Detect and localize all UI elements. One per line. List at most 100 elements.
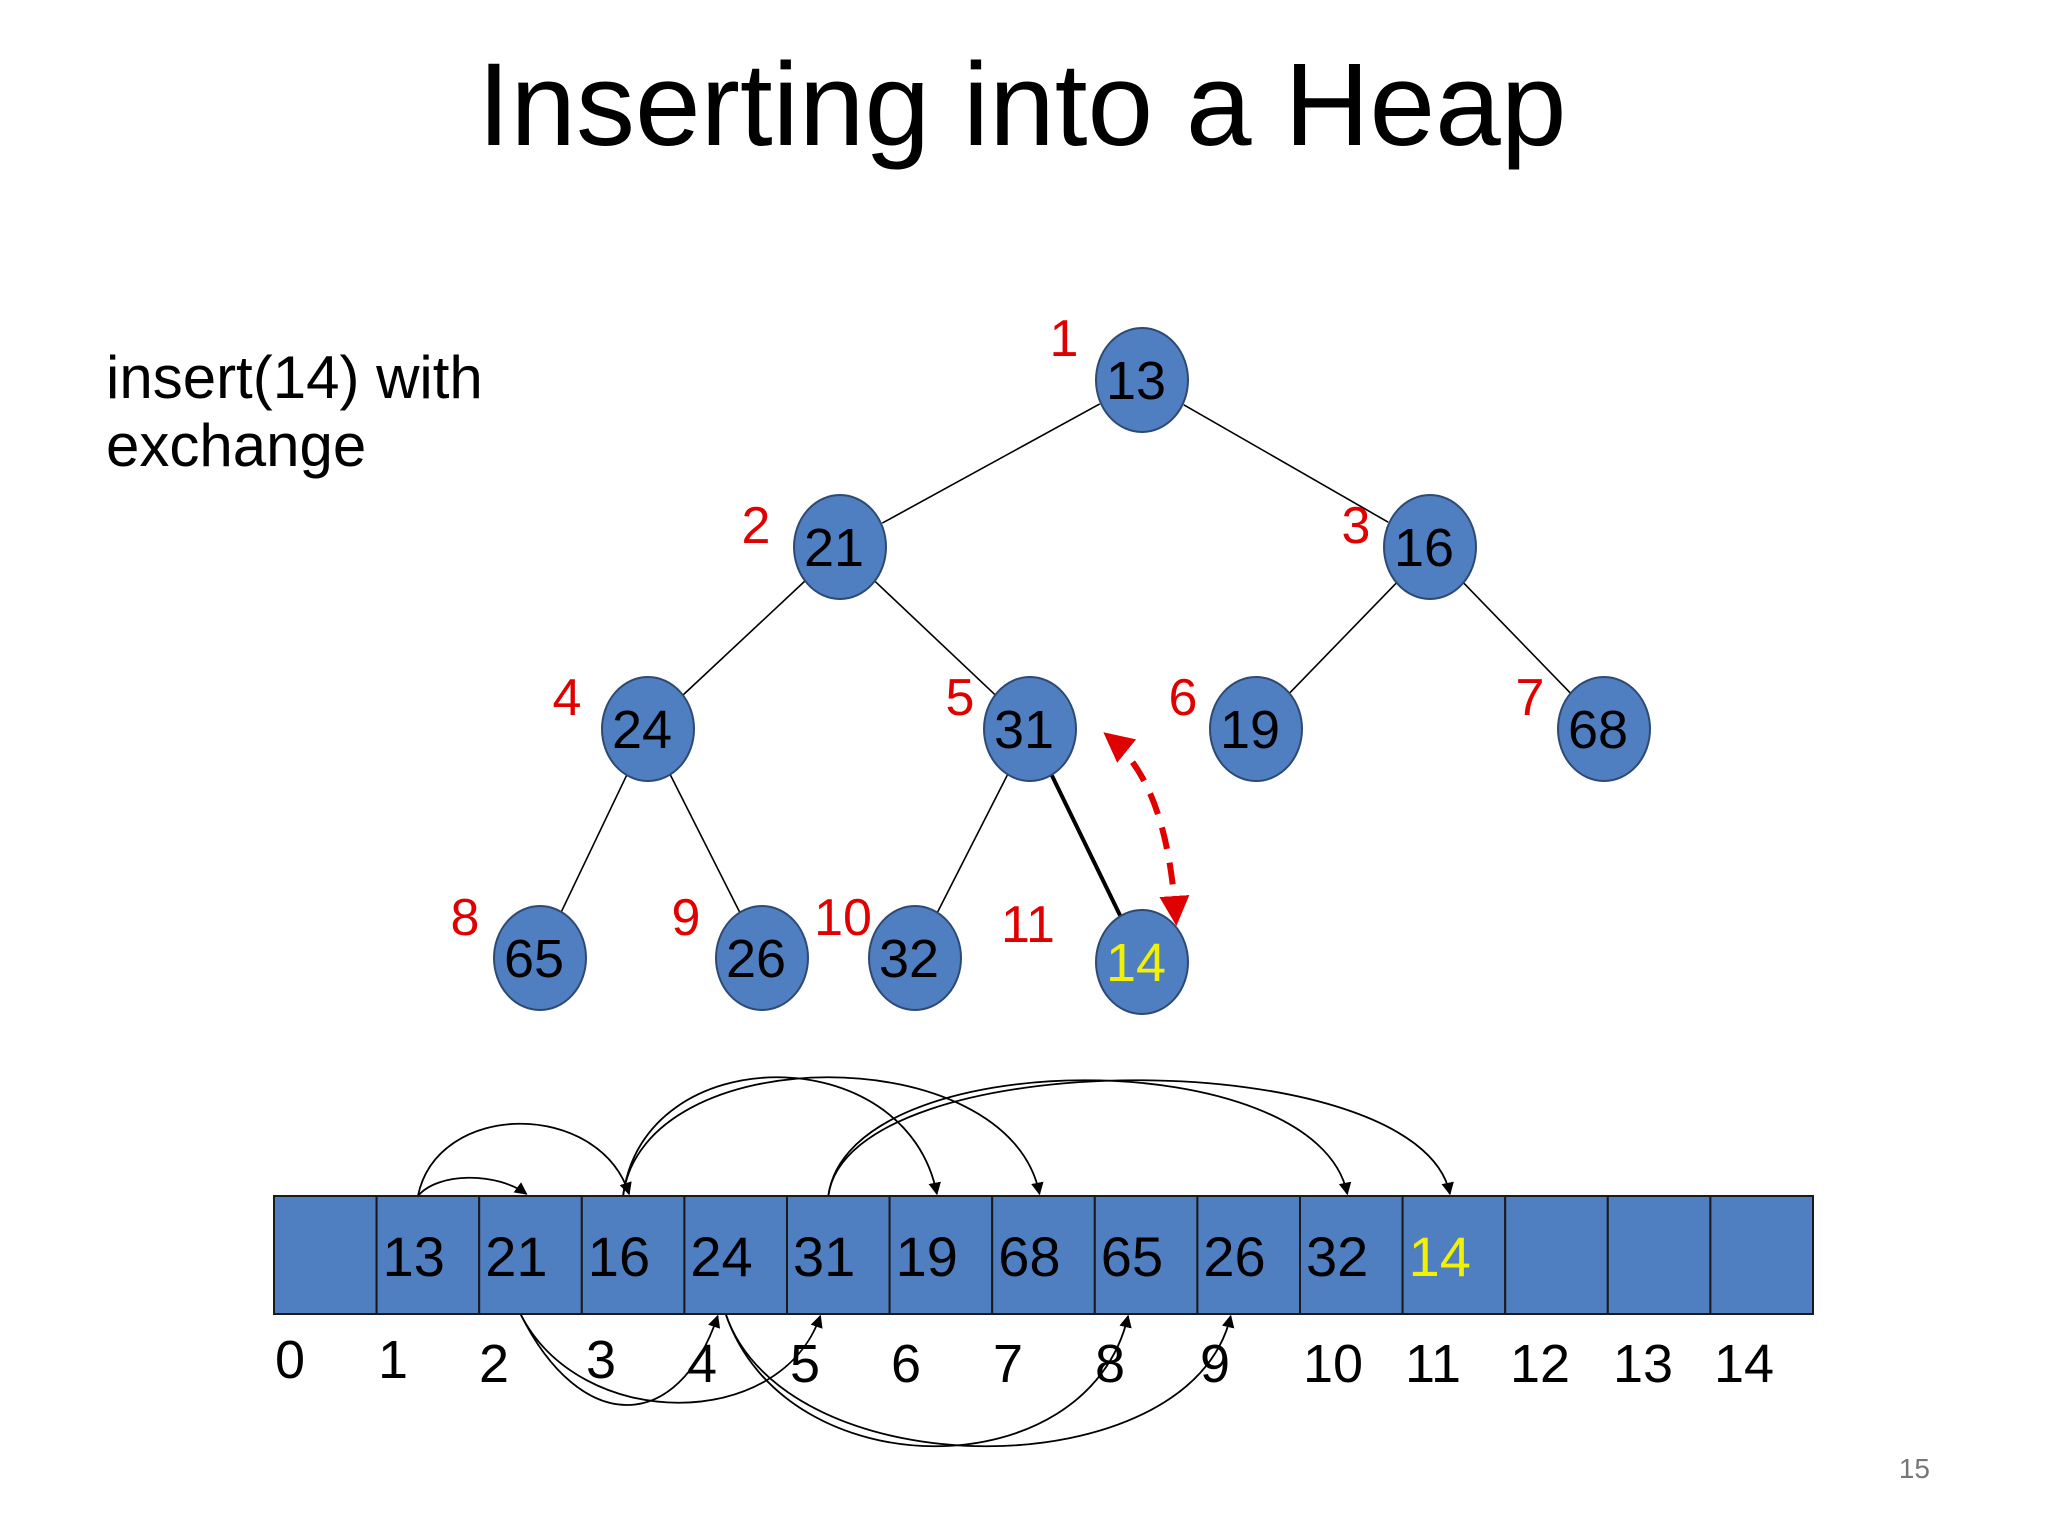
array-cell-14: [1709, 1195, 1815, 1315]
caption-line-2: exchange: [106, 412, 366, 479]
node-index-label: 11: [1001, 896, 1055, 954]
tree-edge-4-9: [668, 772, 742, 915]
array-arrow-2-4: [519, 1313, 721, 1406]
tree-edge-4-8: [559, 773, 629, 914]
array-cell-12: [1504, 1195, 1609, 1315]
array-cell-value: 31: [793, 1225, 855, 1288]
array-cell-box: [1401, 1195, 1507, 1315]
array-cell-5: 31: [786, 1195, 891, 1315]
array-cell-value: 26: [1203, 1225, 1265, 1288]
node-index-label: 9: [672, 889, 701, 947]
node-circle: [868, 905, 962, 1011]
tree-edge-5-10: [935, 772, 1010, 915]
array-index-3: 3: [586, 1330, 616, 1390]
array-arrow-4-9: [724, 1313, 1235, 1448]
heap-node-1: 13 1: [1050, 310, 1189, 433]
array-cell-box: [786, 1195, 891, 1315]
node-circle: [1383, 494, 1477, 600]
node-index-label: 7: [1516, 669, 1545, 727]
node-index-label: 8: [451, 889, 480, 947]
array-cell-value: 13: [383, 1225, 445, 1288]
array-cell-box: [683, 1195, 789, 1315]
array-cell-value: 21: [485, 1225, 547, 1288]
heap-node-9: 26 9: [672, 889, 809, 1011]
tree-edge-1-3: [1183, 404, 1389, 523]
array-index-4: 4: [687, 1334, 717, 1394]
array-arrow-5-11: [827, 1079, 1454, 1197]
array-cell-9: 26: [1196, 1195, 1302, 1315]
array-index-10: 10: [1303, 1334, 1363, 1394]
node-index-label: 3: [1342, 497, 1371, 555]
heap-node-11: 14 11: [1001, 896, 1189, 1015]
array-arrow-3-7: [622, 1076, 1044, 1197]
array-cell-box: [580, 1195, 686, 1315]
array-cell-7: 68: [991, 1195, 1096, 1315]
array-child-connectors: [417, 1076, 1454, 1448]
tree-edge-3-7: [1462, 582, 1572, 694]
node-value: 32: [879, 929, 939, 989]
array-cell-box: [1504, 1195, 1609, 1315]
array-cell-8: 65: [1093, 1195, 1199, 1315]
array-index-9: 9: [1200, 1334, 1230, 1394]
node-index-label: 10: [814, 889, 872, 947]
node-circle: [793, 494, 887, 600]
array-cell-0: [273, 1195, 378, 1315]
heap-node-7: 687: [1516, 669, 1651, 782]
array-index-8: 8: [1095, 1334, 1125, 1394]
array-cell-1: 13: [375, 1195, 481, 1315]
node-value: 26: [726, 929, 786, 989]
array-cell-13: [1606, 1195, 1712, 1315]
node-index-label: 1: [1050, 310, 1079, 368]
caption-line-1: insert(14) with: [106, 344, 483, 411]
array-cell-6: 19: [888, 1195, 994, 1315]
array-cell-box: [478, 1195, 583, 1315]
array-cell-value: 14: [1409, 1225, 1471, 1288]
array-cell-value: 32: [1306, 1225, 1368, 1288]
array-cell-10: 32: [1299, 1195, 1404, 1315]
heap-node-5: 315: [946, 669, 1077, 782]
node-index-label: 2: [742, 497, 771, 555]
node-value: 31: [994, 700, 1054, 760]
array-index-2: 2: [479, 1334, 509, 1394]
heap-node-3: 16 3: [1342, 494, 1477, 600]
node-value: 16: [1394, 518, 1454, 578]
array-cell-box: [991, 1195, 1096, 1315]
array-arrow-2-5: [519, 1313, 823, 1404]
heap-node-2: 21 2: [742, 494, 887, 600]
array-cell-3: 16: [580, 1195, 686, 1315]
array-arrow-1-2: [417, 1176, 528, 1197]
node-index-label: 4: [553, 669, 582, 727]
array-index-14: 14: [1714, 1334, 1774, 1394]
slide-title: Inserting into a Heap: [478, 39, 1567, 171]
array-index-13: 13: [1613, 1334, 1673, 1394]
node-value: 14: [1106, 933, 1166, 993]
node-circle: [601, 676, 695, 782]
node-value: 13: [1106, 351, 1166, 411]
heap-node-6: 196: [1169, 669, 1303, 782]
array-cell-box: [1606, 1195, 1712, 1315]
array-arrow-4-8: [724, 1313, 1132, 1448]
swap-arrow: [1103, 732, 1190, 926]
array-index-6: 6: [891, 1334, 921, 1394]
array-cell-11: 14: [1401, 1195, 1507, 1315]
node-value: 21: [804, 518, 864, 578]
array-cell-value: 24: [690, 1225, 752, 1288]
node-circle: [983, 676, 1077, 782]
page-number: 15: [1899, 1453, 1930, 1484]
array-index-0: 0: [275, 1330, 305, 1390]
tree-edge-2-5: [874, 580, 996, 696]
array-cell-box: [1299, 1195, 1404, 1315]
array-cell-2: 21: [478, 1195, 583, 1315]
array-arrow-5-10: [827, 1079, 1352, 1197]
tree-edge-5-11: [1049, 772, 1123, 919]
heap-node-8: 658: [451, 889, 587, 1011]
array-index-1: 1: [378, 1330, 408, 1390]
array-cell-box: [273, 1195, 378, 1315]
node-index-label: 6: [1169, 669, 1198, 727]
node-value: 24: [612, 700, 672, 760]
array-cell-value: 19: [896, 1225, 958, 1288]
node-circle: [1209, 676, 1303, 782]
